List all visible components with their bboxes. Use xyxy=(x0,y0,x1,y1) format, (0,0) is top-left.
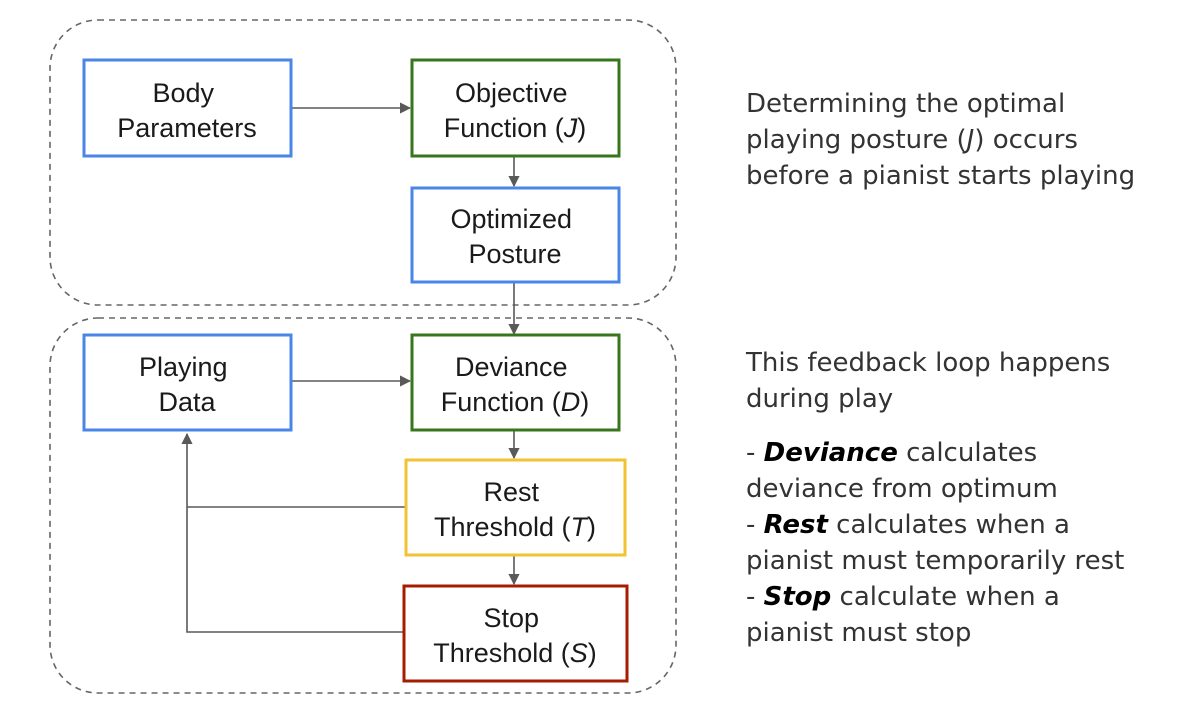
pre-play-description: Determining the optimal playing posture … xyxy=(746,86,1186,194)
playing-data-label-line1: Playing xyxy=(139,352,228,382)
rest-term: Rest xyxy=(763,510,828,540)
deviance-function-label-suffix: ) xyxy=(580,387,589,417)
deviance-description: calculates xyxy=(897,438,1038,468)
body-parameters-label-line2: Parameters xyxy=(117,113,257,143)
pre-play-line2-suffix: ) occurs xyxy=(974,125,1078,155)
stop-description-line2: pianist must stop xyxy=(746,618,972,648)
svg-text:Stop Threshold (S): Stop Threshold (S) xyxy=(433,603,597,668)
rest-threshold-label-prefix: Threshold ( xyxy=(434,512,571,542)
pre-play-line1: Determining the optimal xyxy=(746,89,1066,119)
deviance-function-label-prefix: Function ( xyxy=(441,387,561,417)
bullet-dash: - xyxy=(746,582,764,612)
during-play-description: This feedback loop happens during play -… xyxy=(746,345,1186,651)
arrow-stop-to-playing xyxy=(181,432,404,633)
objective-function-label-prefix: Function ( xyxy=(444,113,564,143)
rest-description: calculates when a xyxy=(827,510,1070,540)
during-play-intro-line1: This feedback loop happens xyxy=(746,348,1111,378)
stop-threshold-label-prefix: Threshold ( xyxy=(433,638,570,668)
pre-play-variable: J xyxy=(966,125,975,155)
body-parameters-label-line1: Body xyxy=(152,78,214,108)
rest-description-line2: pianist must temporarily rest xyxy=(746,546,1125,576)
pre-play-line3: before a pianist starts playing xyxy=(746,161,1136,191)
playing-data-box xyxy=(82,333,293,432)
deviance-function-box xyxy=(410,333,621,432)
rest-threshold-variable: T xyxy=(571,512,590,542)
bullet-dash: - xyxy=(746,510,764,540)
bullet-dash: - xyxy=(746,438,764,468)
stop-description: calculate when a xyxy=(831,582,1060,612)
objective-function-box xyxy=(410,58,621,158)
deviance-function-variable: D xyxy=(561,387,581,417)
svg-text:Body Parameters: Body Parameters xyxy=(117,78,257,143)
pre-play-group xyxy=(49,19,677,306)
optimized-posture-label-line1: Optimized xyxy=(450,204,572,234)
stop-threshold-label-line1: Stop xyxy=(483,603,539,633)
objective-function-label-line1: Objective xyxy=(455,78,568,108)
svg-text:Rest Threshold (T): Rest Threshold (T) xyxy=(434,477,596,542)
body-parameters-box xyxy=(82,58,293,158)
during-play-group xyxy=(49,317,677,694)
svg-text:Objective Function (J): Objective Function (J) xyxy=(444,78,587,143)
svg-text:Playing Data: Playing Data xyxy=(139,352,235,417)
optimized-posture-box xyxy=(410,186,621,284)
rest-threshold-label-line1: Rest xyxy=(483,477,539,507)
deviance-function-label-line1: Deviance xyxy=(455,352,568,382)
deviance-term: Deviance xyxy=(763,438,898,468)
svg-text:Deviance Function (D): Deviance Function (D) xyxy=(441,352,590,417)
stop-threshold-variable: S xyxy=(570,638,588,668)
objective-function-variable: J xyxy=(563,113,578,143)
svg-text:Optimized Posture: Optimized Posture xyxy=(450,204,579,269)
stop-threshold-label-suffix: ) xyxy=(588,638,597,668)
rest-threshold-box xyxy=(404,458,627,557)
playing-data-label-line2: Data xyxy=(158,387,216,417)
deviance-description-line2: deviance from optimum xyxy=(746,474,1058,504)
during-play-intro-line2: during play xyxy=(746,384,894,414)
objective-function-label-suffix: ) xyxy=(577,113,586,143)
rest-threshold-label-suffix: ) xyxy=(587,512,596,542)
pre-play-line2-prefix: playing posture ( xyxy=(746,125,967,155)
stop-threshold-box xyxy=(402,584,629,683)
stop-term: Stop xyxy=(763,582,832,612)
optimized-posture-label-line2: Posture xyxy=(468,239,561,269)
